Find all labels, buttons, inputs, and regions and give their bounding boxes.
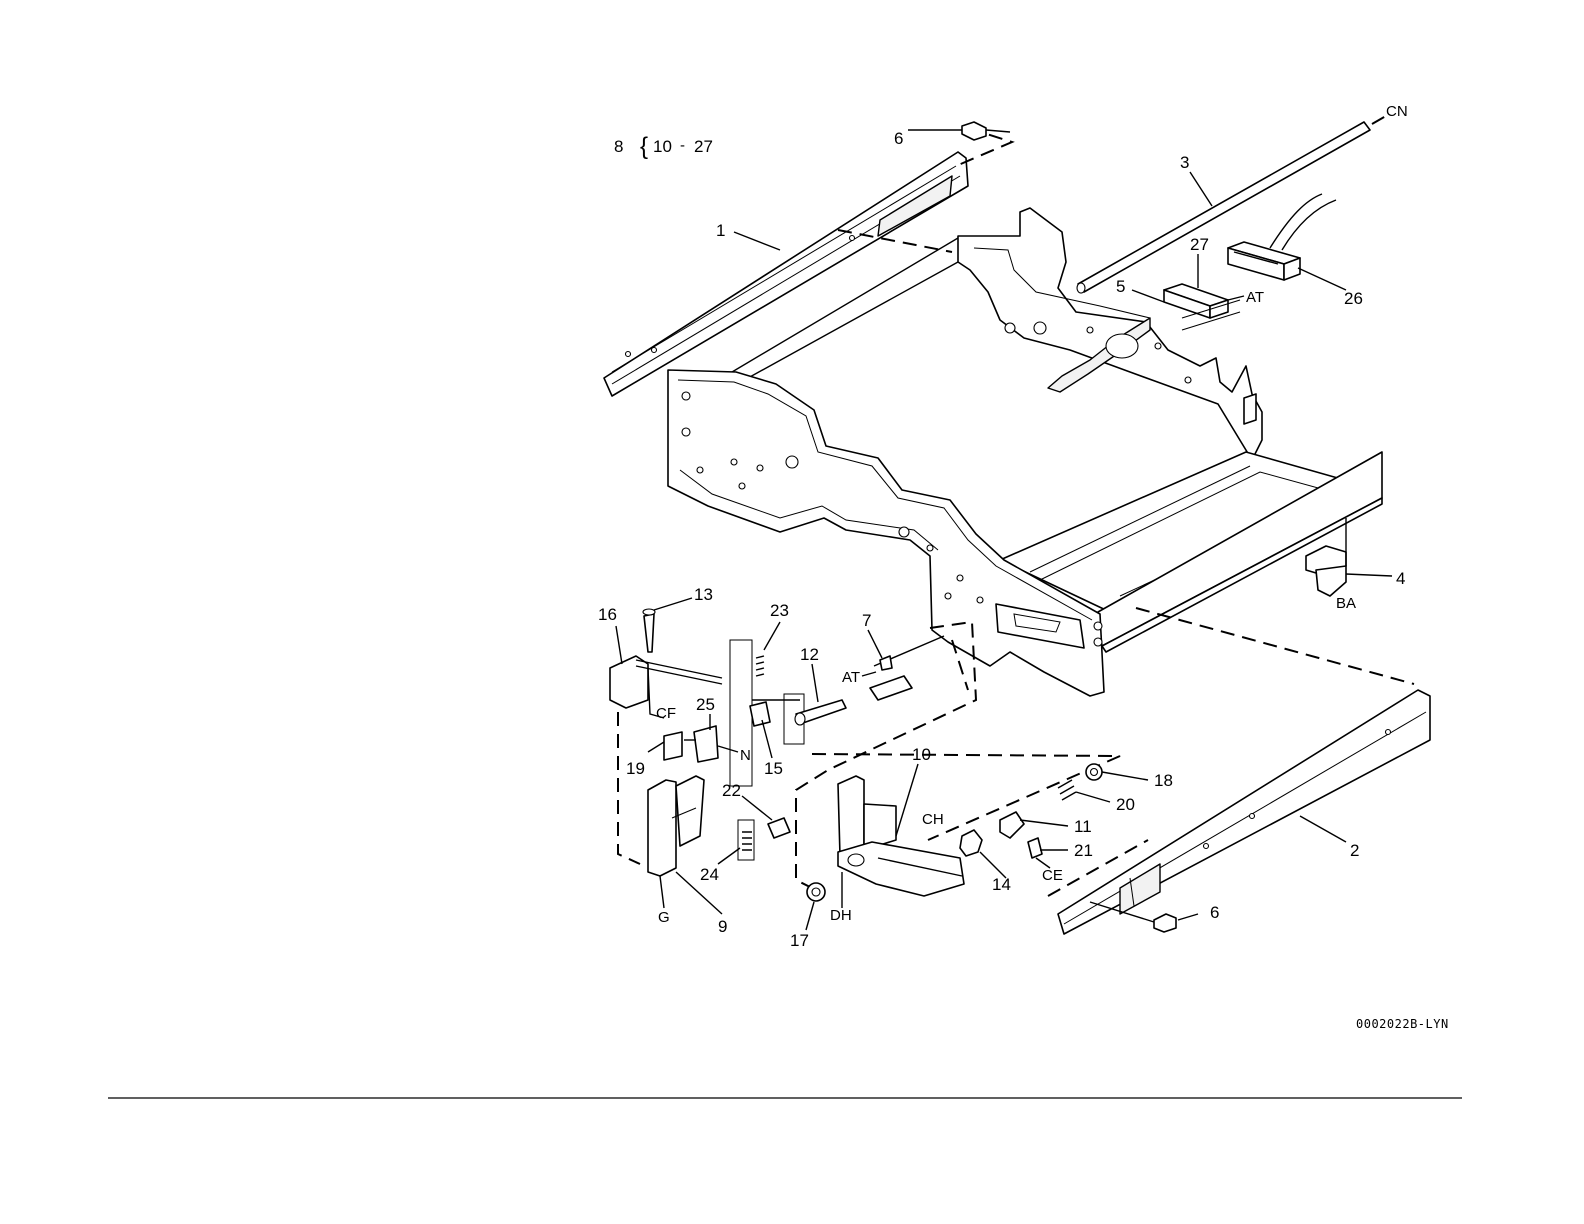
part-label-5: 5 <box>1116 277 1125 296</box>
part-label-7: 7 <box>862 611 871 630</box>
ref-ce: CE <box>1042 867 1063 884</box>
part-label-12: 12 <box>800 645 819 664</box>
header-range-start: 10 <box>653 137 672 156</box>
part-label-1: 1 <box>716 221 725 240</box>
part-label-19: 19 <box>626 759 645 778</box>
part-label-2: 2 <box>1350 841 1359 860</box>
ref-at-top: AT <box>1246 289 1264 306</box>
part-label-18: 18 <box>1154 771 1173 790</box>
ref-dh: DH <box>830 907 852 924</box>
ref-cn: CN <box>1386 103 1408 120</box>
part-label-20: 20 <box>1116 795 1135 814</box>
part-label-24: 24 <box>700 865 719 884</box>
ref-n: N <box>740 747 751 764</box>
part-label-23: 23 <box>770 601 789 620</box>
part-label-22: 22 <box>722 781 741 800</box>
part-label-3: 3 <box>1180 153 1189 172</box>
rod-3 <box>1077 116 1386 293</box>
part-label-6-bottom: 6 <box>1210 903 1219 922</box>
part-label-21: 21 <box>1074 841 1093 860</box>
part-label-16: 16 <box>598 605 617 624</box>
part-label-11: 11 <box>1074 817 1092 836</box>
part-label-9: 9 <box>718 917 727 936</box>
part-label-6-top: 6 <box>894 129 903 148</box>
ref-ch: CH <box>922 811 944 828</box>
ref-cf: CF <box>656 705 676 722</box>
part-label-13: 13 <box>694 585 713 604</box>
header-brace: { <box>640 133 648 160</box>
screw-6-top <box>962 122 1010 140</box>
part-label-17: 17 <box>790 931 809 950</box>
part-label-15: 15 <box>764 759 783 778</box>
part-label-10: 10 <box>912 745 931 764</box>
ref-g: G <box>658 909 670 926</box>
ref-at-mid: AT <box>842 669 860 686</box>
connectors <box>1164 194 1336 330</box>
figure-code: 0002022B-LYN <box>1356 1017 1449 1031</box>
ref-ba: BA <box>1336 595 1356 612</box>
part-label-26: 26 <box>1344 289 1363 308</box>
header-range-sep: - <box>680 137 685 154</box>
part-label-27: 27 <box>1190 235 1209 254</box>
header-reference: 8 { 10 - 27 <box>614 133 713 160</box>
rail-2 <box>1048 608 1430 934</box>
header-range-end: 27 <box>694 137 713 156</box>
part-label-14: 14 <box>992 875 1011 894</box>
part-label-25: 25 <box>696 695 715 714</box>
header-item: 8 <box>614 137 623 156</box>
part-label-4: 4 <box>1396 569 1405 588</box>
rail-1 <box>604 128 1012 396</box>
